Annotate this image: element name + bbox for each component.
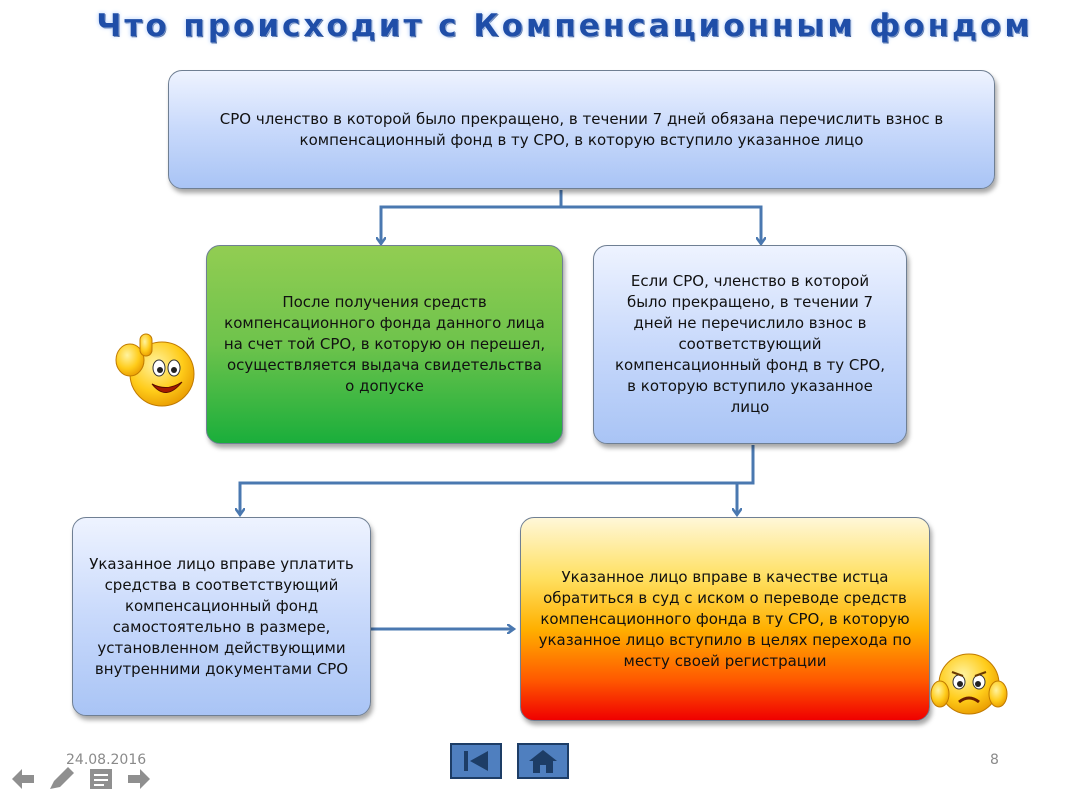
box-sro-obligation: СРО членство в которой было прекращено, …: [168, 70, 995, 189]
arrow-right-icon[interactable]: [126, 765, 154, 793]
connector-top-to-green: [381, 190, 563, 243]
slide-date: 24.08.2016: [66, 752, 147, 768]
thumbs-up-smiley-icon: [115, 333, 195, 407]
box-sro-not-transferred: Если СРО, членство в которой было прекра…: [593, 245, 907, 444]
connector-right-to-bottom-right: [737, 481, 753, 514]
connector-right-to-bottom-left: [240, 445, 755, 514]
connector-top-to-right: [561, 205, 761, 243]
box-certificate-issued-text: После получения средств компенсационного…: [223, 293, 546, 395]
arrow-left-icon[interactable]: [8, 765, 36, 793]
box-self-payment-text: Указанное лицо вправе уплатить средства …: [89, 554, 354, 678]
previous-slide-button[interactable]: [450, 743, 502, 779]
skip-to-start-icon: [464, 751, 488, 771]
box-self-payment: Указанное лицо вправе уплатить средства …: [72, 517, 371, 716]
pen-icon[interactable]: [46, 765, 76, 793]
box-sro-not-transferred-text: Если СРО, членство в которой было прекра…: [615, 272, 885, 416]
slide-number: 8: [990, 752, 999, 768]
box-certificate-issued: После получения средств компенсационного…: [206, 245, 563, 444]
slide-title: Что происходит с Компенсационным фондом: [96, 8, 1033, 44]
home-icon: [529, 750, 557, 773]
worried-smiley-icon: [930, 653, 1008, 715]
box-court-claim-text: Указанное лицо вправе в качестве истца о…: [538, 567, 912, 670]
box-court-claim: Указанное лицо вправе в качестве истца о…: [520, 517, 930, 721]
box-sro-obligation-text: СРО членство в которой было прекращено, …: [219, 109, 944, 149]
home-button[interactable]: [517, 743, 569, 779]
menu-icon[interactable]: [88, 765, 116, 793]
